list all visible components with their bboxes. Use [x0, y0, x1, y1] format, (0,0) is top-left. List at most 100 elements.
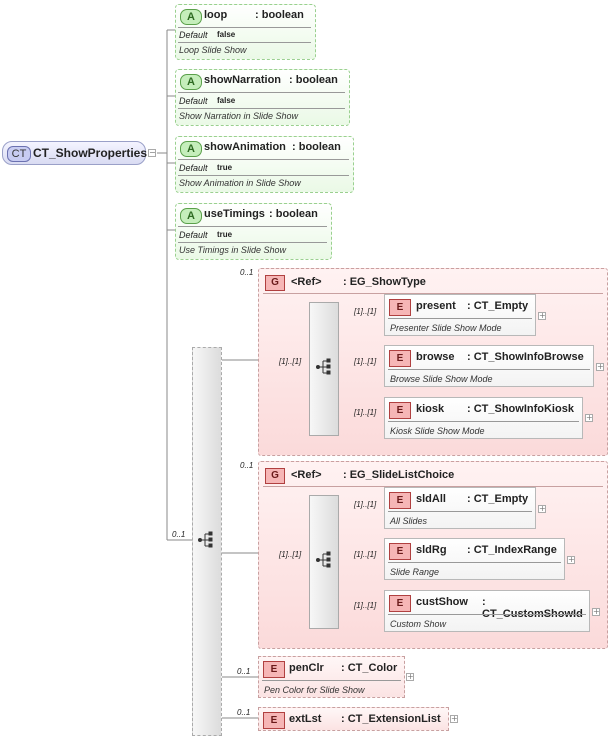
- element-name: browse: [416, 351, 455, 363]
- separator: [388, 614, 586, 615]
- element-kiosk[interactable]: E kiosk : CT_ShowInfoKiosk Kiosk Slide S…: [384, 397, 583, 439]
- element-extlst[interactable]: E extLst : CT_ExtensionList: [258, 707, 449, 731]
- element-icon: E: [389, 543, 411, 560]
- group-type: : EG_ShowType: [343, 276, 426, 288]
- element-doc: All Slides: [390, 516, 428, 526]
- element-type: : CT_Empty: [467, 300, 529, 312]
- element-icon: E: [263, 712, 285, 729]
- element-custshow[interactable]: E custShow : CT_CustomShowId Custom Show: [384, 590, 590, 632]
- element-doc: Custom Show: [390, 619, 447, 629]
- element-present[interactable]: E present : CT_Empty Presenter Slide Sho…: [384, 294, 536, 336]
- sequence-compositor[interactable]: [192, 347, 222, 736]
- separator: [263, 486, 603, 487]
- separator: [178, 92, 345, 93]
- separator: [178, 42, 311, 43]
- collapse-toggle[interactable]: −: [148, 148, 156, 157]
- separator: [262, 680, 401, 681]
- choice-icon: [316, 551, 331, 568]
- element-doc: Browse Slide Show Mode: [390, 374, 493, 384]
- root-name: CT_ShowProperties: [33, 146, 148, 160]
- group-ref: <Ref>: [291, 469, 322, 481]
- element-multiplicity: [1]..[1]: [354, 357, 377, 366]
- separator: [263, 293, 603, 294]
- default-value: false: [217, 30, 236, 39]
- group-multiplicity: 0..1: [240, 461, 254, 470]
- element-name: custShow: [416, 596, 468, 608]
- default-value: true: [217, 163, 233, 172]
- choice-multiplicity: [1]..[1]: [279, 550, 302, 559]
- element-multiplicity: [1]..[1]: [354, 550, 377, 559]
- element-doc: Presenter Slide Show Mode: [390, 323, 502, 333]
- expand-toggle[interactable]: +: [538, 311, 546, 320]
- element-icon: E: [263, 661, 285, 678]
- attribute-shownarration[interactable]: A showNarration : boolean Default false …: [175, 69, 350, 126]
- expand-toggle[interactable]: +: [585, 413, 593, 422]
- group-multiplicity: 0..1: [240, 268, 254, 277]
- element-penclr[interactable]: E penClr : CT_Color Pen Color for Slide …: [258, 656, 405, 698]
- group-ref: <Ref>: [291, 276, 322, 288]
- complex-type-icon: CT: [7, 146, 31, 162]
- element-multiplicity: [1]..[1]: [354, 408, 377, 417]
- element-name: penClr: [289, 662, 324, 674]
- separator: [178, 108, 345, 109]
- default-value: true: [217, 230, 233, 239]
- element-name: kiosk: [416, 403, 445, 415]
- default-label: Default: [179, 163, 208, 173]
- element-type: : CT_Color: [341, 662, 398, 674]
- element-type: : CT_ShowInfoBrowse: [467, 351, 584, 363]
- choice-compositor[interactable]: [309, 302, 339, 436]
- attribute-doc: Show Animation in Slide Show: [179, 178, 301, 188]
- default-value: false: [217, 96, 236, 105]
- expand-toggle[interactable]: +: [596, 362, 604, 371]
- attribute-icon: A: [180, 9, 202, 25]
- attribute-type: : boolean: [292, 141, 341, 153]
- choice-compositor[interactable]: [309, 495, 339, 629]
- element-type: : CT_ShowInfoKiosk: [467, 403, 574, 415]
- element-type: : CT_CustomShowId: [482, 596, 583, 620]
- root-complex-type[interactable]: CT CT_ShowProperties: [2, 141, 148, 165]
- separator: [388, 318, 532, 319]
- attribute-type: : boolean: [255, 9, 304, 21]
- separator: [178, 27, 311, 28]
- group-icon: G: [265, 275, 285, 291]
- element-type: : CT_Empty: [467, 493, 529, 505]
- attribute-showanimation[interactable]: A showAnimation : boolean Default true S…: [175, 136, 354, 193]
- element-doc: Kiosk Slide Show Mode: [390, 426, 485, 436]
- group-icon: G: [265, 468, 285, 484]
- element-name: sldAll: [416, 493, 446, 505]
- attribute-usetimings[interactable]: A useTimings : boolean Default true Use …: [175, 203, 332, 260]
- element-multiplicity: [1]..[1]: [354, 500, 377, 509]
- choice-icon: [316, 358, 331, 375]
- attribute-name: showNarration: [204, 74, 282, 86]
- separator: [388, 562, 561, 563]
- element-icon: E: [389, 299, 411, 316]
- element-browse[interactable]: E browse : CT_ShowInfoBrowse Browse Slid…: [384, 345, 594, 387]
- attribute-name: showAnimation: [204, 141, 286, 153]
- separator: [178, 242, 327, 243]
- expand-toggle[interactable]: +: [406, 672, 414, 681]
- element-multiplicity: 0..1: [237, 667, 251, 676]
- element-name: sldRg: [416, 544, 447, 556]
- sequence-multiplicity: 0..1: [172, 530, 186, 539]
- element-sldrg[interactable]: E sldRg : CT_IndexRange Slide Range: [384, 538, 565, 580]
- attribute-doc: Use Timings in Slide Show: [179, 245, 286, 255]
- element-doc: Pen Color for Slide Show: [264, 685, 365, 695]
- attribute-doc: Show Narration in Slide Show: [179, 111, 299, 121]
- element-icon: E: [389, 350, 411, 367]
- attribute-type: : boolean: [269, 208, 318, 220]
- separator: [178, 226, 327, 227]
- separator: [388, 421, 579, 422]
- default-label: Default: [179, 230, 208, 240]
- element-multiplicity: [1]..[1]: [354, 307, 377, 316]
- separator: [178, 175, 349, 176]
- element-sldall[interactable]: E sldAll : CT_Empty All Slides: [384, 487, 536, 529]
- expand-toggle[interactable]: +: [450, 714, 458, 723]
- element-name: extLst: [289, 713, 322, 725]
- attribute-loop[interactable]: A loop : boolean Default false Loop Slid…: [175, 4, 316, 60]
- attribute-icon: A: [180, 74, 202, 90]
- expand-toggle[interactable]: +: [592, 607, 600, 616]
- attribute-icon: A: [180, 141, 202, 157]
- element-type: : CT_ExtensionList: [341, 713, 441, 725]
- expand-toggle[interactable]: +: [538, 504, 546, 513]
- expand-toggle[interactable]: +: [567, 555, 575, 564]
